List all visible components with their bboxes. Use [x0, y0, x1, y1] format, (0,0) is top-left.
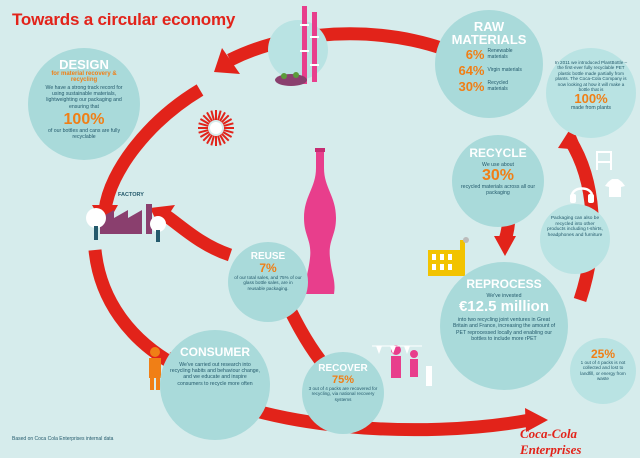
- sunburst-ray: [206, 111, 213, 122]
- plantbottle-circle: In 2011 we introduced PlantBottle – the …: [546, 48, 636, 138]
- arrow-factory-consumer: [88, 249, 179, 371]
- reuse-circle: REUSE 7% of our total sales, and 75% of …: [228, 242, 308, 322]
- landfill-circle: 25% 1 out of 4 packs is not collected an…: [570, 338, 636, 404]
- recover-heading: RECOVER: [318, 363, 368, 374]
- brand-logo: Coca-Cola Enterprises: [520, 426, 582, 457]
- sunburst-ray: [219, 111, 226, 122]
- raw-label: Recycled materials: [487, 80, 509, 92]
- arrowhead-bottom: [525, 408, 548, 432]
- reprocess-text: We've invested: [486, 293, 522, 299]
- design-text: We have a strong track record for using …: [45, 85, 123, 110]
- packaging-text: Packaging can also be recycled into othe…: [547, 216, 603, 238]
- recycle-circle: RECYCLE We use about 30% recycled materi…: [452, 135, 544, 227]
- recycle-stat-text: recycled materials across all our packag…: [460, 184, 536, 197]
- recover-stat: 75%: [331, 374, 355, 386]
- sunburst-ray: [217, 110, 222, 121]
- raw-row-recycled: 30% Recycled materials: [441, 79, 537, 94]
- design-stat-text: of our bottles and cans are fully recycl…: [47, 127, 121, 141]
- sunburst-ray: [202, 114, 212, 124]
- sunburst-ray: [219, 134, 226, 145]
- arrowhead-recycle: [558, 126, 582, 150]
- sugarcane-circle: [268, 20, 328, 80]
- sunburst-ray: [220, 114, 230, 124]
- sunburst-ray: [223, 122, 234, 127]
- sunburst-ray: [222, 118, 233, 125]
- chair-icon: [596, 151, 612, 170]
- tree-icon: [150, 216, 166, 242]
- reuse-stat: 7%: [259, 261, 277, 275]
- landfill-stat: 25%: [590, 347, 616, 361]
- sunburst-ray: [199, 131, 210, 138]
- bottle-icon: [304, 148, 336, 294]
- reprocess-heading: REPROCESS: [466, 277, 542, 291]
- tshirt-icon: [605, 179, 625, 197]
- raw-label: Renewable materials: [487, 48, 513, 60]
- recover-text: 3 out of 4 packs are recovered for recyc…: [308, 386, 378, 402]
- design-stat: 100%: [63, 110, 105, 128]
- reprocess-stat-text: into two recycling joint ventures in Gre…: [452, 317, 556, 342]
- sunburst-ray: [202, 132, 212, 142]
- headphones-icon: [570, 187, 594, 203]
- sunburst-ray: [223, 129, 234, 134]
- consumer-heading: CONSUMER: [179, 345, 250, 359]
- raw-label: Virgin materials: [487, 66, 522, 73]
- arrowhead-reuse: [150, 205, 175, 228]
- design-circle: DESIGN for material recovery & recycling…: [28, 48, 140, 160]
- design-heading: DESIGN: [59, 57, 109, 72]
- consumer-circle: CONSUMER We've carried out research into…: [160, 330, 270, 440]
- recycle-heading: RECYCLE: [469, 146, 527, 160]
- design-subheading: for material recovery & recycling: [51, 71, 117, 83]
- plantbottle-stat: 100%: [574, 91, 608, 107]
- sunburst-ray: [199, 118, 210, 125]
- raw-pct: 64%: [458, 63, 485, 78]
- recycle-stat: 30%: [481, 167, 515, 185]
- factory-label: FACTORY: [118, 192, 144, 198]
- page-title: Towards a circular economy: [12, 10, 236, 29]
- recycling-plant-icon: [428, 237, 469, 276]
- tree-icon: [86, 208, 106, 240]
- raw-row-virgin: 64% Virgin materials: [441, 63, 537, 78]
- arrowhead-top: [214, 48, 240, 74]
- sunburst-ray: [206, 134, 213, 145]
- consumer-text: We've carried out research into recyclin…: [170, 362, 260, 387]
- sunburst-ray: [198, 122, 209, 127]
- raw-heading-line1: RAW: [473, 19, 505, 34]
- raw-pct: 30%: [458, 79, 485, 94]
- sunburst-ray: [198, 129, 209, 134]
- reuse-heading: REUSE: [250, 251, 286, 262]
- landfill-text: 1 out of 4 packs is not collected and lo…: [580, 360, 626, 382]
- plant-pile-icon: [275, 72, 307, 86]
- raw-heading-line2: MATERIALS: [451, 32, 527, 47]
- raw-materials-circle: RAW MATERIALS 6% Renewable materials 64%…: [435, 10, 543, 118]
- plantbottle-stat-text: made from plants: [570, 105, 612, 112]
- arrow-reuse-loop: [161, 209, 233, 262]
- arrow-top: [227, 27, 473, 66]
- sugarcane-icon: [300, 6, 319, 84]
- plantbottle-text: In 2011 we introduced PlantBottle – the …: [554, 60, 628, 93]
- sunburst-ray: [210, 135, 215, 146]
- footnote: Based on Coca Cola Enterprises internal …: [12, 436, 114, 442]
- consumer-icon: [149, 347, 161, 390]
- sunburst-ray: [217, 135, 222, 146]
- recover-circle: RECOVER 75% 3 out of 4 packs are recover…: [302, 352, 384, 434]
- sunburst-icon: [198, 110, 234, 146]
- factory-icon: [100, 204, 152, 234]
- arrowhead-recycle-reprocess: [494, 236, 516, 256]
- reprocess-stat: €12.5 million: [458, 298, 550, 316]
- arrow-design-factory: [98, 84, 204, 212]
- raw-pct: 6%: [465, 47, 485, 62]
- sunburst-ray: [220, 132, 230, 142]
- sunburst-ray: [222, 131, 233, 138]
- recycle-text: We use about: [482, 162, 514, 168]
- packaging-circle: Packaging can also be recycled into othe…: [540, 204, 610, 274]
- reprocess-circle: REPROCESS We've invested €12.5 million i…: [440, 262, 568, 390]
- sunburst-ray: [210, 110, 215, 121]
- bunting-icon: [372, 345, 422, 354]
- raw-row-renewable: 6% Renewable materials: [441, 47, 537, 62]
- reuse-text: of our total sales, and 75% of our glass…: [234, 275, 302, 291]
